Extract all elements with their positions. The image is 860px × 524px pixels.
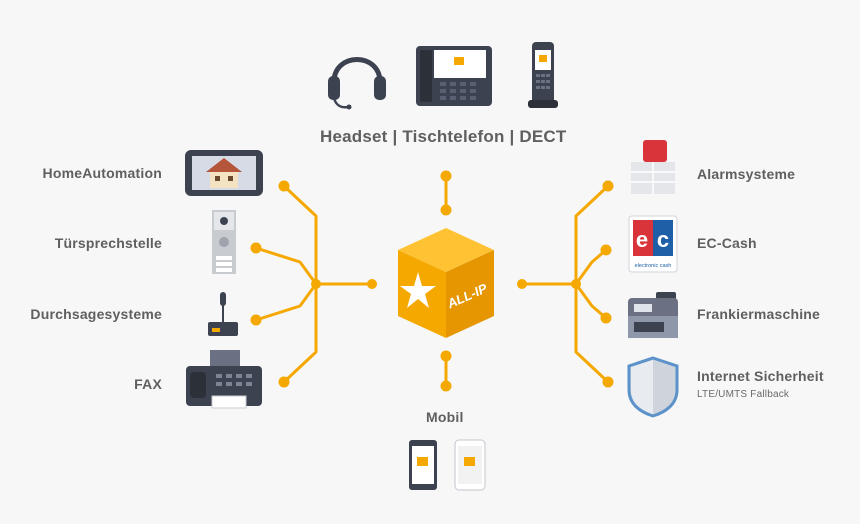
star-icon (400, 272, 436, 308)
franking-machine-icon (628, 292, 678, 338)
dect-phone-icon (528, 42, 558, 108)
ec-card-text: electronic cash (635, 263, 672, 269)
all-ip-cube: ALL-IP (398, 228, 494, 338)
top-label: Headset | Tischtelefon | DECT (320, 127, 567, 146)
smartphone-icon (409, 440, 437, 490)
ec-cash-card-icon: e c electronic cash (628, 215, 678, 273)
door-intercom-icon (212, 210, 236, 274)
headset-icon (328, 57, 386, 110)
house-tablet-icon (185, 150, 263, 196)
shield-icon (627, 356, 679, 418)
right-label-ec-cash: EC-Cash (697, 235, 757, 251)
connectors (254, 174, 610, 388)
right-sublabel-lte-umts: LTE/UMTS Fallback (697, 389, 790, 400)
fax-machine-icon (186, 350, 262, 409)
smartphone-white-icon (454, 439, 486, 491)
right-label-frankiermaschine: Frankiermaschine (697, 306, 821, 322)
desk-phone-icon (416, 46, 492, 106)
right-label-internet-sicherheit: Internet Sicherheit (697, 368, 824, 384)
left-label-home-automation: HomeAutomation (42, 165, 162, 181)
left-label-fax: FAX (134, 376, 162, 392)
left-label-tuersprechstelle: Türsprechstelle (54, 235, 162, 251)
right-label-alarmsysteme: Alarmsysteme (697, 166, 796, 182)
svg-text:c: c (657, 227, 669, 252)
alarm-siren-icon (631, 140, 675, 194)
left-label-durchsagesysteme: Durchsagesysteme (30, 306, 162, 322)
svg-text:e: e (636, 227, 648, 252)
microphone-icon (208, 292, 238, 336)
bottom-label-mobil: Mobil (426, 409, 464, 425)
connector-dots (250, 170, 614, 392)
